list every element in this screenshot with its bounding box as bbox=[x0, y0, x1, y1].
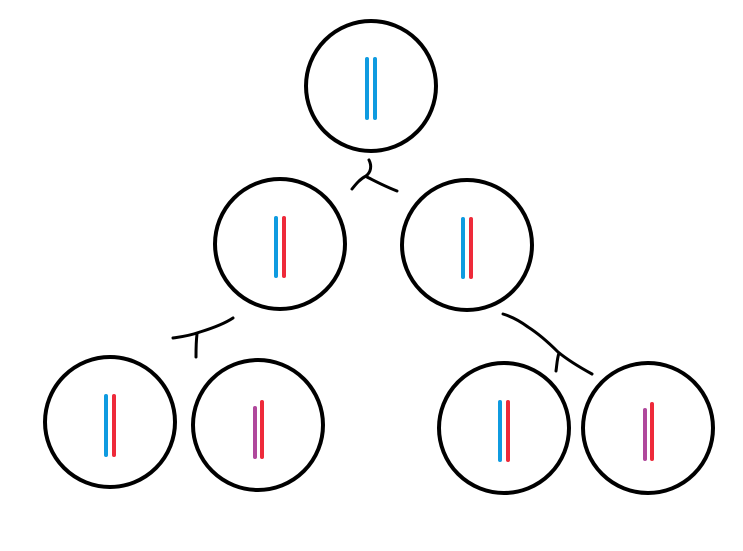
cell-membrane bbox=[43, 355, 177, 489]
cell-membrane bbox=[581, 361, 715, 495]
cell-membrane bbox=[400, 178, 534, 312]
cell-gen3-d bbox=[581, 361, 715, 495]
cell-membrane bbox=[213, 177, 347, 311]
cell-gen3-b bbox=[191, 358, 325, 492]
division-mark-root bbox=[350, 158, 399, 193]
cell-gen3-a bbox=[43, 355, 177, 489]
division-connectors bbox=[171, 158, 594, 376]
cell-membrane bbox=[191, 358, 325, 492]
cell-root bbox=[304, 19, 438, 153]
cell-gen2-right bbox=[400, 178, 534, 312]
division-mark-right bbox=[501, 312, 594, 376]
cell-gen2-left bbox=[213, 177, 347, 311]
cell-membrane bbox=[437, 361, 571, 495]
cell-gen3-c bbox=[437, 361, 571, 495]
division-mark-left bbox=[171, 316, 235, 359]
cells-layer bbox=[43, 19, 715, 495]
cell-membrane bbox=[304, 19, 438, 153]
